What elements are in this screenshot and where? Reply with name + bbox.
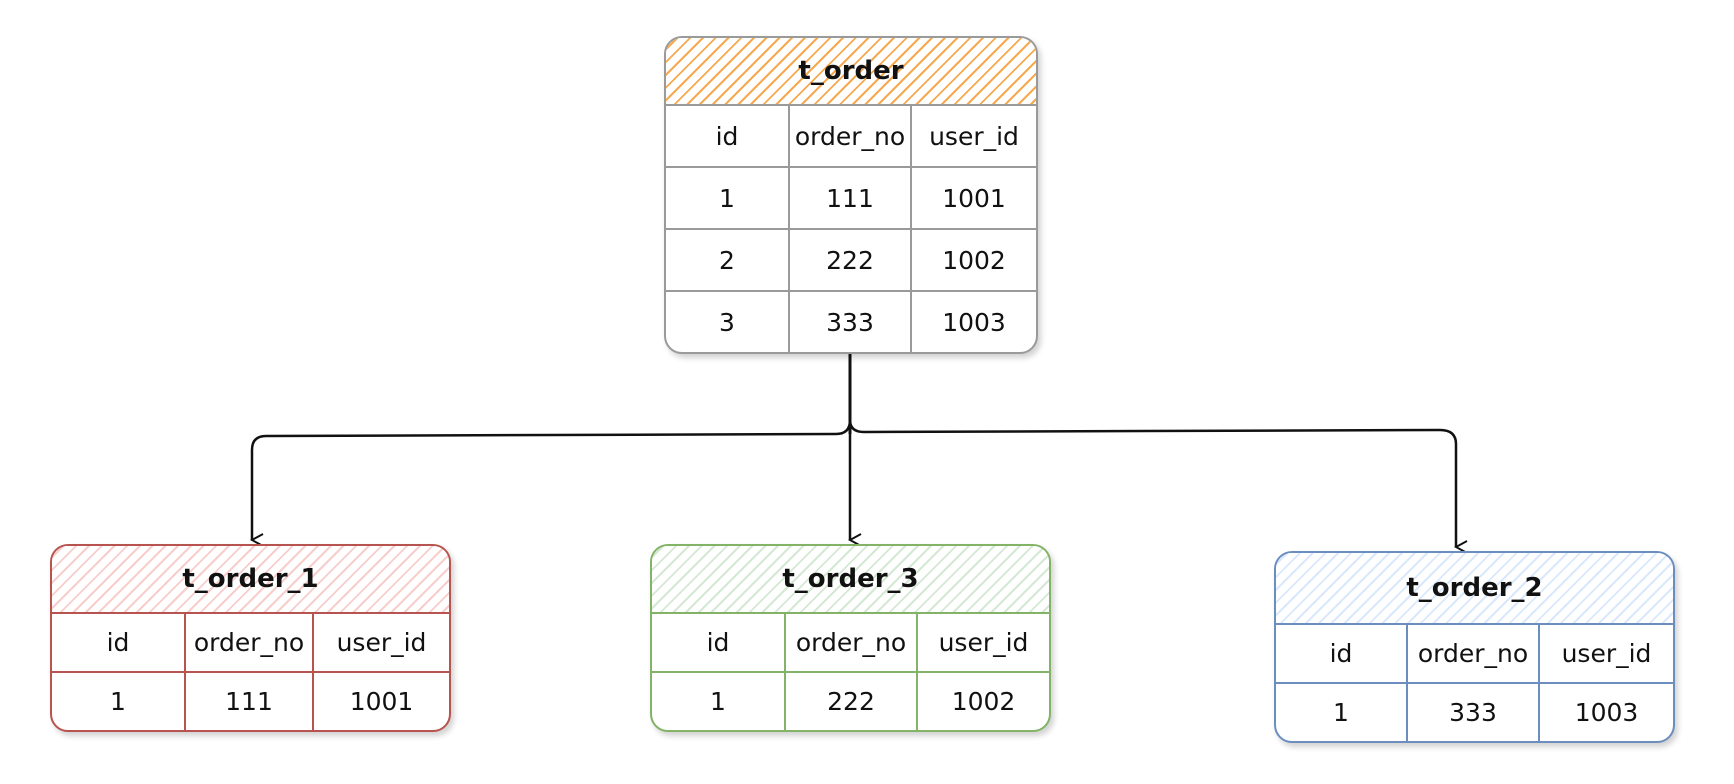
header-cell-order-no: order_no [186,614,314,671]
table-row: 1 222 1002 [652,673,1049,730]
cell-id: 1 [52,673,186,730]
cell-user-id: 1003 [942,307,1006,337]
header-cell-user-id: user_id [929,121,1019,151]
cell-id: 2 [666,230,790,290]
table-row: 3 333 1003 [666,292,1036,352]
connector-to-t-order-1 [252,419,852,540]
table-title: t_order_1 [52,546,449,614]
header-cell-id: id [652,614,786,671]
header-cell-user-id: user_id [1561,639,1652,668]
table-t-order-1: t_order_1 id order_no user_id 1 111 1001 [50,544,451,732]
table-header-row: id order_no user_id [52,614,449,673]
table-header-row: id order_no user_id [666,106,1036,168]
table-row: 2 222 1002 [666,230,1036,292]
table-header-row: id order_no user_id [1276,625,1673,684]
cell-user-id: 1003 [1574,698,1639,727]
table-title: t_order_2 [1276,553,1673,625]
header-cell-order-no: order_no [790,106,912,166]
table-t-order-2: t_order_2 id order_no user_id 1 333 1003 [1274,551,1675,743]
table-t-order-3: t_order_3 id order_no user_id 1 222 1002 [650,544,1051,732]
table-row: 1 111 1001 [52,673,449,730]
connector-to-t-order-2 [848,419,1456,547]
cell-order-no: 222 [790,230,912,290]
table-row: 1 333 1003 [1276,684,1673,741]
cell-id: 3 [666,292,790,352]
cell-order-no: 333 [1408,684,1540,741]
header-cell-id: id [1276,625,1408,682]
table-title: t_order [666,38,1036,106]
cell-user-id: 1001 [942,183,1006,213]
header-cell-user-id: user_id [938,628,1029,657]
cell-order-no: 111 [790,168,912,228]
cell-id: 1 [652,673,786,730]
cell-user-id: 1001 [349,687,414,716]
cell-order-no: 111 [186,673,314,730]
table-header-row: id order_no user_id [652,614,1049,673]
header-cell-order-no: order_no [786,614,918,671]
cell-user-id: 1002 [951,687,1016,716]
header-cell-order-no: order_no [1408,625,1540,682]
header-cell-id: id [52,614,186,671]
table-title: t_order_3 [652,546,1049,614]
header-cell-id: id [666,106,790,166]
cell-id: 1 [1276,684,1408,741]
cell-order-no: 333 [790,292,912,352]
cell-id: 1 [666,168,790,228]
table-row: 1 111 1001 [666,168,1036,230]
cell-order-no: 222 [786,673,918,730]
cell-user-id: 1002 [942,245,1006,275]
header-cell-user-id: user_id [336,628,427,657]
table-t-order: t_order id order_no user_id 1 111 1001 2… [664,36,1038,354]
